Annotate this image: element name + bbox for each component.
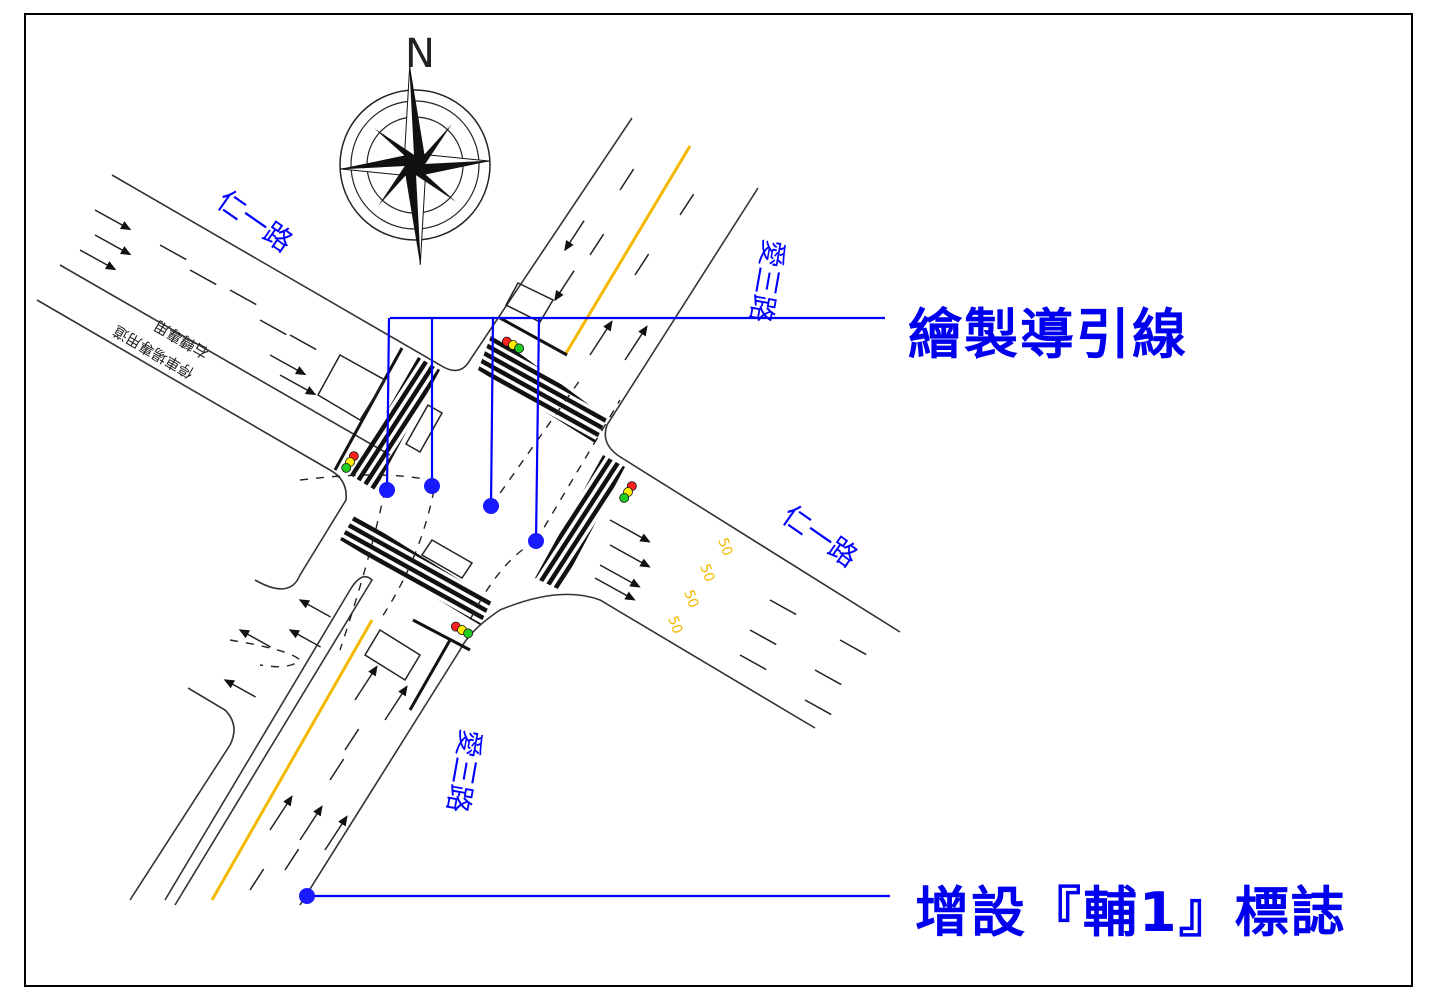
lane-arrow <box>354 665 378 701</box>
lane-arrow <box>288 629 321 648</box>
lane-dash <box>329 758 345 781</box>
drawing-frame <box>24 13 1413 987</box>
speed-mark: 50 <box>680 588 701 610</box>
lane-dash <box>804 699 832 716</box>
lane-arrow <box>609 544 651 568</box>
crosswalk-west <box>350 357 440 490</box>
lane-dash <box>249 868 265 891</box>
crosswalk-north <box>478 333 607 443</box>
lane-arrow <box>324 815 348 851</box>
lane-dash <box>589 233 605 256</box>
lane-dash <box>344 728 360 751</box>
lane-arrow <box>279 374 317 396</box>
traffic-signal-icon <box>501 336 525 354</box>
stop-lines <box>316 282 568 711</box>
traffic-signal-icon <box>450 621 474 639</box>
crosswalk-south <box>340 515 492 625</box>
speed-mark: 50 <box>714 536 735 558</box>
speed-mark: 50 <box>664 614 685 636</box>
lane-dash <box>284 848 300 871</box>
lane-dash <box>679 193 695 216</box>
lane-markings <box>79 168 867 891</box>
lane-dash <box>259 319 287 336</box>
traffic-signal-icon <box>341 451 359 473</box>
lane-arrow <box>269 795 293 831</box>
lane-arrow <box>384 685 408 721</box>
lane-arrow <box>564 220 585 252</box>
lane-arrow <box>624 325 648 361</box>
lane-dash <box>749 629 777 646</box>
road-label-ren-yi-west: 仁一路 <box>211 184 299 259</box>
traffic-signal-icon <box>619 481 637 503</box>
road-edges <box>36 117 901 906</box>
speed-marks: 50 50 50 50 <box>664 536 735 636</box>
lane-dash <box>739 654 767 671</box>
crosswalk-east <box>535 455 625 590</box>
lane-arrow <box>223 679 256 698</box>
lane-arrow <box>299 805 323 841</box>
lane-dash <box>619 168 635 191</box>
lane-dash <box>839 639 867 656</box>
lane-dash <box>159 244 187 261</box>
north-label: N <box>405 31 435 77</box>
annotation-leaders <box>299 316 890 904</box>
lane-dash <box>814 669 842 686</box>
lane-dash <box>289 334 317 351</box>
lane-dash <box>769 599 797 616</box>
lane-dash <box>189 269 217 286</box>
speed-mark: 50 <box>696 562 717 584</box>
lane-arrow <box>594 577 636 601</box>
lane-arrow <box>554 270 575 302</box>
annotation-sign: 增設『輔1』標誌 <box>915 881 1347 944</box>
lane-arrow <box>609 519 651 543</box>
lane-dash <box>634 253 650 276</box>
lane-arrow <box>94 209 132 231</box>
annotation-guide-lines: 繪製導引線 <box>908 303 1188 366</box>
lane-arrow <box>589 320 613 356</box>
road-label-ai-san-south: 愛三路 <box>441 727 488 815</box>
road-label-ai-san-north: 愛三路 <box>744 237 791 325</box>
compass-icon: N <box>339 31 491 265</box>
lane-arrow <box>298 599 331 618</box>
crosswalks <box>340 333 625 625</box>
guide-dashed-lines <box>229 379 621 668</box>
lane-dash <box>229 289 257 306</box>
lane-arrow <box>269 354 307 376</box>
lane-arrow <box>94 234 132 256</box>
lane-arrow <box>599 564 641 588</box>
lane-arrow <box>79 249 117 271</box>
lane-arrow <box>238 629 271 648</box>
traffic-signals <box>341 336 637 639</box>
